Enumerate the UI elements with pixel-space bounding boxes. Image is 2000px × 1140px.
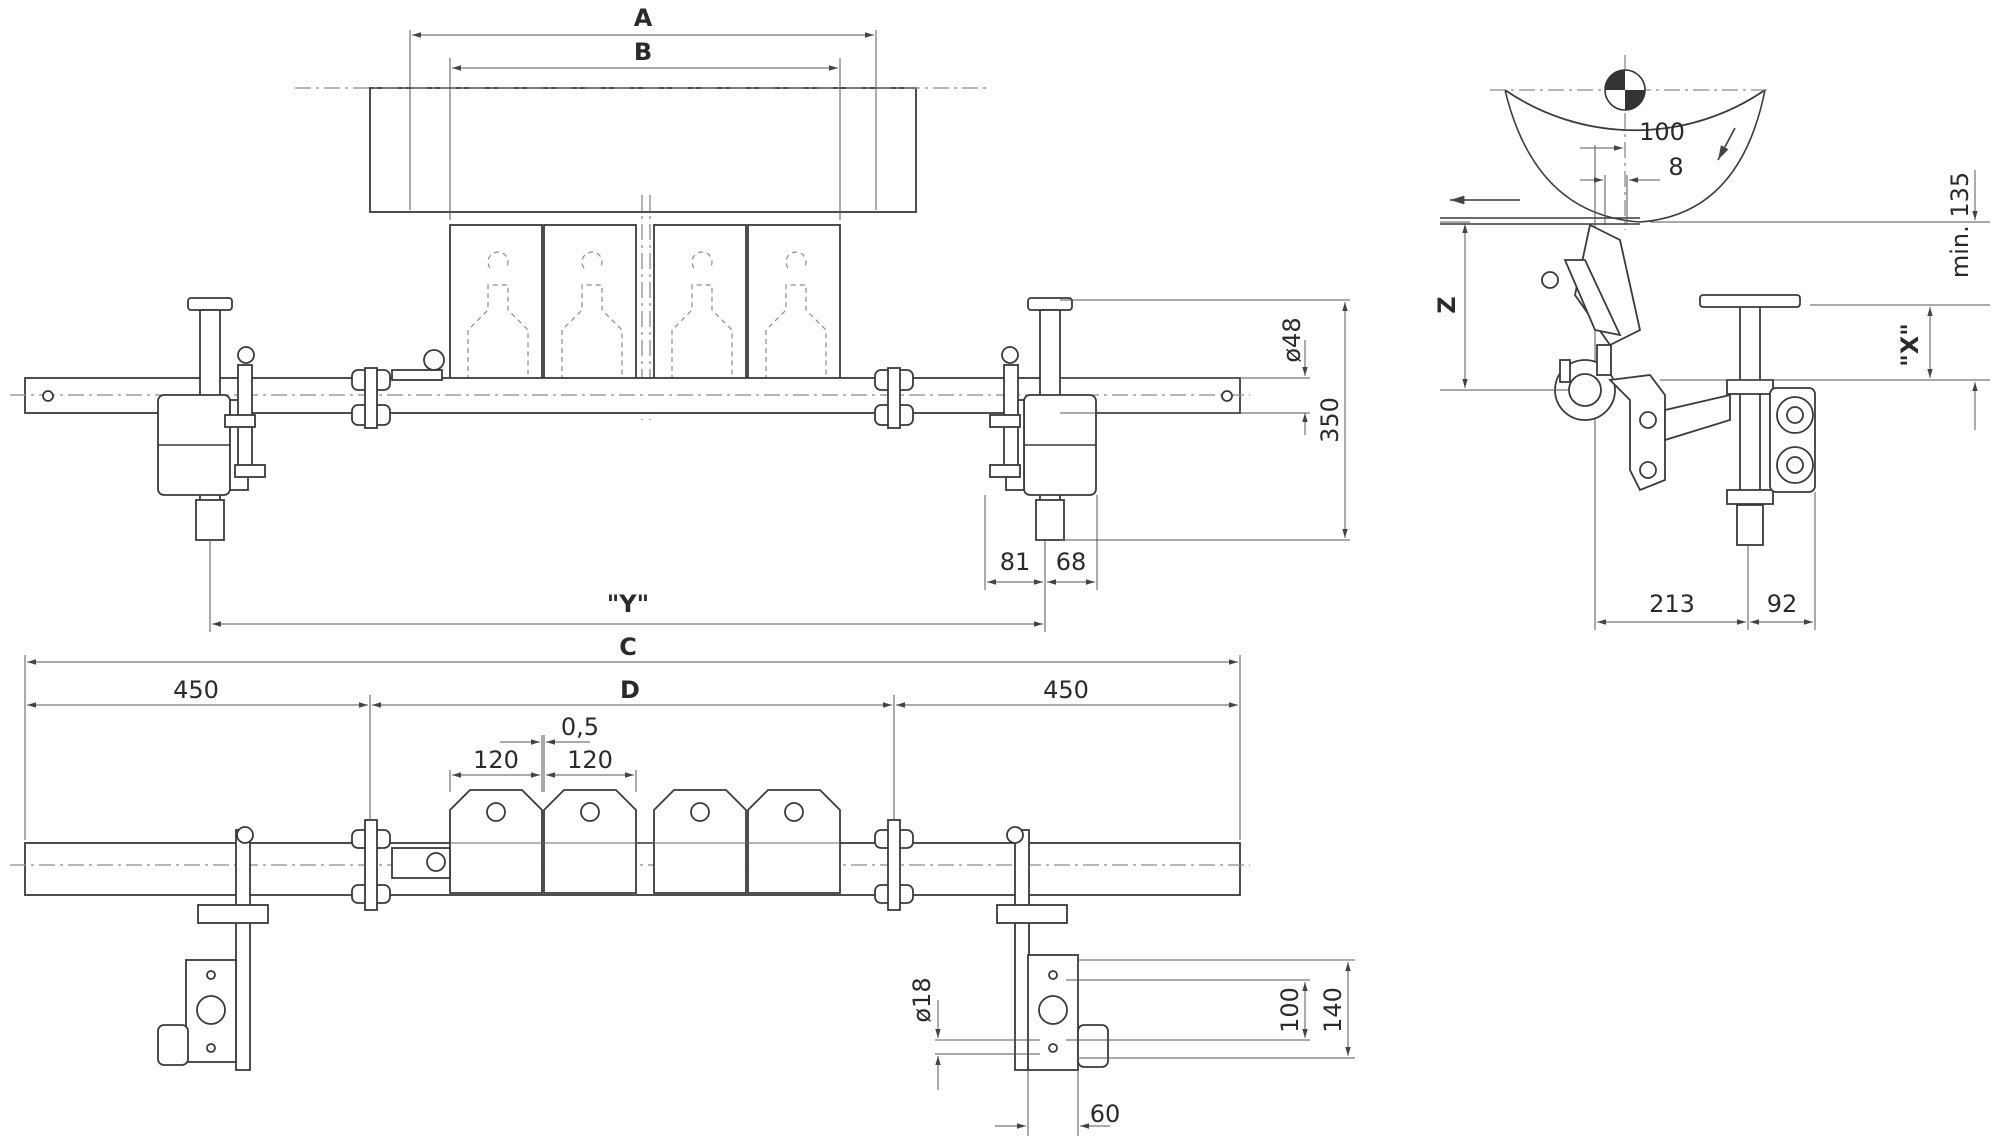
dim-width-81: 81	[1000, 548, 1031, 576]
dim-diameter-48: ø48	[1278, 317, 1306, 362]
drum-center-symbol	[1604, 69, 1646, 111]
rotation-arrow	[1717, 127, 1736, 161]
dim-diameter-18: ø18	[908, 977, 936, 1022]
front-view: A B ø48 350 81 68 "Y"	[10, 4, 1350, 632]
dim-label-D: D	[620, 676, 640, 704]
top-blades	[449, 789, 841, 894]
top-view: C 450 D 450 0,5 120 120 ø18 100	[10, 633, 1355, 1136]
top-right-arm	[996, 826, 1109, 1071]
dim-drum-8: 8	[1668, 153, 1683, 181]
drum-outline	[369, 87, 917, 213]
dim-label-A: A	[634, 4, 653, 32]
dim-label-B: B	[634, 38, 652, 66]
blade-hidden-detail	[765, 251, 827, 380]
dim-height-100: 100	[1276, 987, 1304, 1033]
dim-height-140: 140	[1319, 987, 1347, 1033]
dim-label-X: "X"	[1896, 323, 1924, 367]
dim-height-350: 350	[1316, 397, 1344, 443]
top-clamps	[351, 819, 914, 911]
dim-blade-120-a: 120	[473, 746, 519, 774]
blade-segment	[449, 224, 543, 383]
dim-min-135: min. 135	[1946, 172, 1974, 278]
dim-drum-100: 100	[1639, 118, 1685, 146]
blade-hidden-detail	[561, 251, 623, 380]
blade-hidden-detail	[467, 251, 529, 380]
shaft-end-hole	[42, 390, 54, 402]
dim-width-213: 213	[1649, 590, 1695, 618]
top-mount-nut	[426, 852, 446, 872]
dim-label-Y: "Y"	[607, 590, 649, 618]
side-mechanism	[1541, 223, 1816, 546]
dim-label-C: C	[619, 633, 637, 661]
drum-arc-right	[1639, 89, 1766, 223]
front-blades	[449, 224, 841, 383]
top-left-arm	[157, 826, 269, 1071]
shaft-end-hole	[1221, 390, 1233, 402]
right-tensioner	[989, 297, 1097, 541]
side-view: 100 8	[1433, 55, 1990, 630]
dim-width-60: 60	[1090, 1100, 1121, 1128]
dim-gap-0-5: 0,5	[561, 713, 599, 741]
blade-segment	[747, 224, 841, 383]
blade-mount-bracket	[391, 369, 443, 381]
left-tensioner	[157, 297, 266, 541]
blade-segment	[653, 224, 747, 383]
shaft-clamps	[351, 367, 914, 429]
drum-arc	[1504, 89, 1766, 132]
blade-hidden-detail	[671, 251, 733, 380]
dim-right-450: 450	[1043, 676, 1089, 704]
dim-blade-120-b: 120	[567, 746, 613, 774]
blade-segment	[543, 224, 637, 383]
dim-label-Z: Z	[1433, 296, 1461, 313]
dim-width-68: 68	[1056, 548, 1087, 576]
dim-left-450: 450	[173, 676, 219, 704]
mount-nut	[423, 349, 445, 371]
dim-width-92: 92	[1767, 590, 1798, 618]
